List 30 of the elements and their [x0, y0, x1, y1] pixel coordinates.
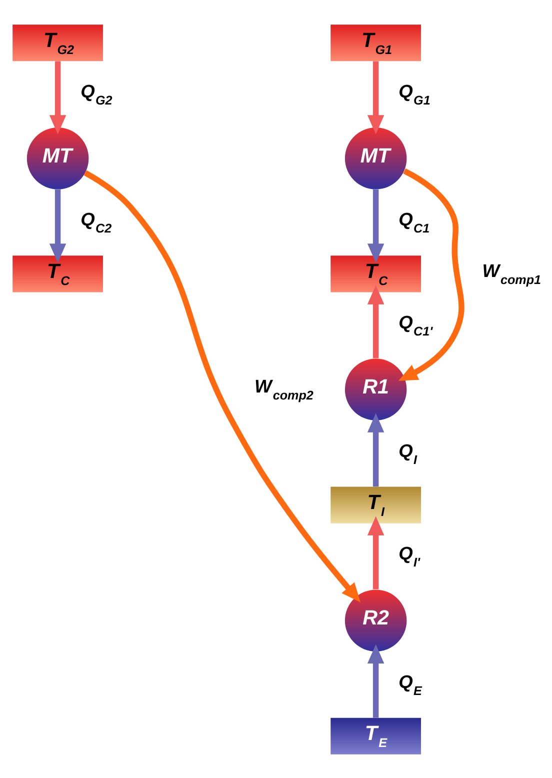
node-box: T$_{G2}$ — [12, 24, 103, 61]
arrow — [49, 188, 66, 262]
edge-label: Q$_{G1}$ — [398, 80, 430, 108]
arrow — [84, 170, 360, 602]
node-box: T$_{C}$ — [330, 255, 421, 292]
arrow — [367, 412, 384, 486]
node-box: T$_{C}$ — [12, 255, 103, 292]
edge-label: W$_{comp2}$ — [254, 375, 314, 402]
node-circle: R1 — [344, 358, 407, 420]
node-box: T$_{G1}$ — [330, 24, 421, 61]
arrow — [367, 188, 384, 262]
arrow — [367, 284, 384, 358]
node-box: T$_{I}$ — [330, 486, 421, 523]
node-circle: R2 — [344, 589, 407, 651]
node-circle: MT — [26, 127, 89, 189]
edge-label: Q$_{G2}$ — [80, 80, 112, 108]
arrow — [367, 516, 384, 589]
edge-label: W$_{comp1}$ — [482, 260, 542, 287]
edge-label: Q$_{E}$ — [398, 670, 422, 698]
edge-label: Q$_{C1'}$ — [398, 311, 433, 338]
edge-label: Q$_{C1}$ — [398, 208, 430, 236]
edge-label: Q$_{I'}$ — [398, 542, 420, 570]
node-circle: MT — [344, 127, 407, 189]
node-box: T$_{E}$ — [330, 717, 421, 754]
arrow — [367, 644, 384, 718]
arrow — [398, 168, 464, 380]
arrow — [367, 60, 384, 134]
edge-label: Q$_{C2}$ — [80, 208, 112, 236]
edge-label: Q$_{I}$ — [398, 439, 418, 466]
arrow — [49, 60, 66, 134]
